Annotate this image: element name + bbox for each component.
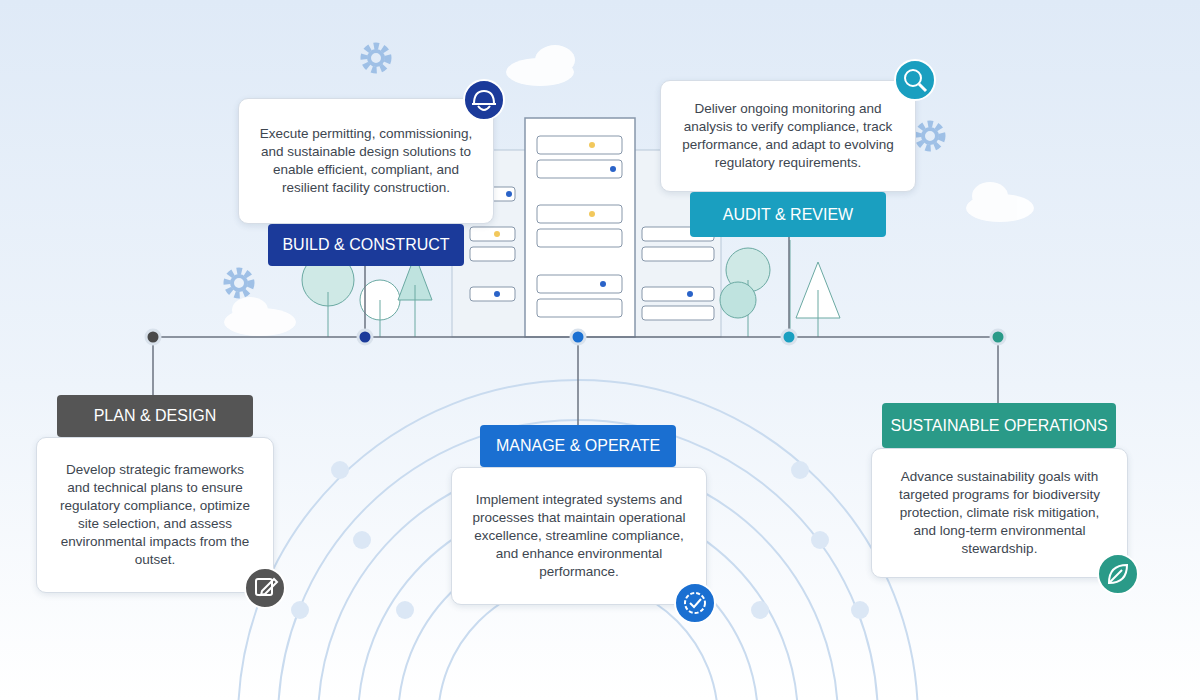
stage-icon — [893, 58, 937, 102]
stage-icon — [673, 581, 717, 625]
stage-description: Develop strategic frameworks and technic… — [55, 461, 255, 569]
stage-tab: AUDIT & REVIEW — [690, 192, 886, 237]
stage-icon — [462, 78, 506, 122]
stage-tab: BUILD & CONSTRUCT — [268, 224, 464, 266]
stage-heading: BUILD & CONSTRUCT — [282, 236, 449, 254]
stage-heading: SUSTAINABLE OPERATIONS — [890, 417, 1107, 435]
stage-icon — [243, 566, 287, 610]
stage-tab: SUSTAINABLE OPERATIONS — [882, 403, 1115, 448]
stage-description: Execute permitting, commissioning, and s… — [257, 125, 475, 197]
stage-tab: PLAN & DESIGN — [57, 395, 253, 437]
description-box: Advance sustainability goals with target… — [871, 448, 1128, 578]
stage-heading: AUDIT & REVIEW — [723, 206, 853, 224]
description-box: Implement integrated systems and process… — [451, 467, 707, 605]
description-box: Develop strategic frameworks and technic… — [36, 437, 274, 593]
clouds — [224, 45, 1034, 336]
stage-description: Advance sustainability goals with target… — [890, 468, 1109, 558]
circuit-dots — [291, 461, 869, 619]
description-box: Deliver ongoing monitoring and analysis … — [660, 80, 916, 192]
circuit-arcs — [238, 380, 918, 700]
stage-icon — [1096, 552, 1140, 596]
stage-description: Implement integrated systems and process… — [470, 491, 688, 581]
stage-heading: PLAN & DESIGN — [94, 407, 217, 425]
stage-tab: MANAGE & OPERATE — [480, 425, 676, 467]
stage-heading: MANAGE & OPERATE — [496, 437, 660, 455]
stage-description: Deliver ongoing monitoring and analysis … — [679, 100, 897, 172]
description-box: Execute permitting, commissioning, and s… — [238, 98, 494, 224]
